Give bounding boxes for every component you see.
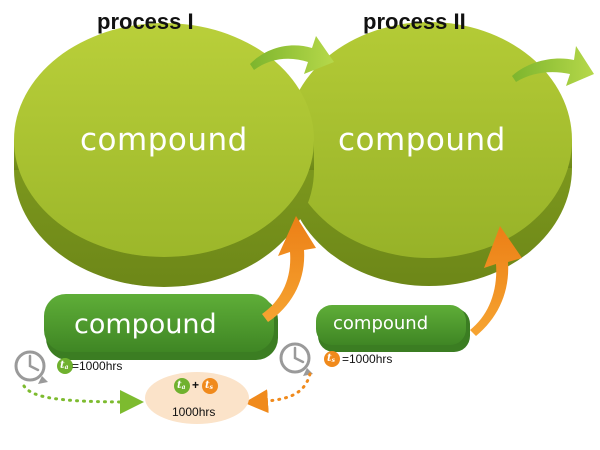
curved-arrow-icon	[470, 226, 522, 336]
result-term-2: ts	[205, 380, 214, 391]
time-dot-orange	[324, 351, 340, 367]
process-1-time-value: =1000hrs	[72, 359, 123, 373]
process-1-title: process I	[97, 9, 194, 34]
result-dot-orange	[202, 378, 218, 394]
process-2-time-value: =1000hrs	[342, 352, 393, 366]
result-term-1: ta	[177, 380, 186, 391]
process-1-pill-label: compound	[74, 309, 217, 340]
process-2-title: process II	[363, 9, 466, 34]
curved-arrow-icon	[262, 216, 316, 322]
process-1-disc-label: compound	[80, 122, 248, 158]
process-2-pill-label: compound	[333, 313, 429, 334]
clock-icon	[14, 350, 48, 384]
dotted-arrow-icon	[244, 372, 312, 414]
result-hours: 1000hrs	[172, 405, 216, 419]
process-2-time-symbol: ts	[327, 353, 336, 364]
disc-process-1	[14, 23, 314, 287]
result-box	[145, 372, 249, 424]
result-dot-green	[174, 378, 190, 394]
clock-icon	[279, 342, 313, 376]
process-1-time-symbol: ta	[60, 360, 69, 371]
pill-process-1	[44, 294, 278, 360]
time-dot-green	[57, 358, 73, 374]
pill-process-2	[316, 305, 470, 352]
process-2-disc-label: compound	[338, 122, 506, 158]
disc-process-2	[286, 22, 572, 286]
dotted-arrow-icon	[22, 384, 144, 414]
result-operator: +	[192, 378, 200, 392]
curved-arrow-icon	[512, 46, 594, 86]
curved-arrow-icon	[250, 36, 334, 74]
